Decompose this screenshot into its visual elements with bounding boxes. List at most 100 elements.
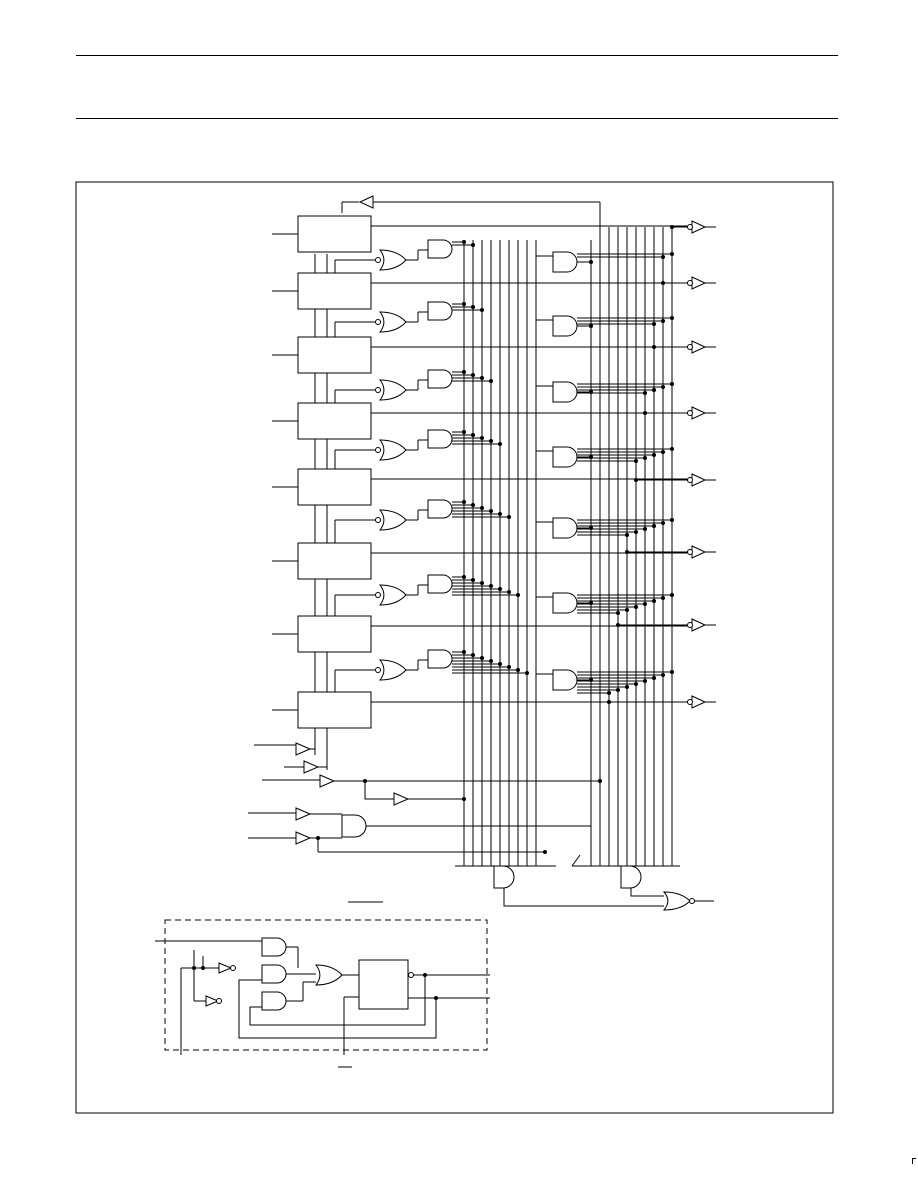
- inversion-bubble: [687, 699, 693, 705]
- detail-flip-flop: [358, 959, 409, 1010]
- register-block: [297, 402, 372, 440]
- junction-dot: [670, 382, 674, 386]
- junction-dot: [625, 608, 629, 612]
- control-buffer: [303, 760, 320, 774]
- or-gate: [378, 379, 407, 401]
- output-buffer: [691, 276, 707, 290]
- or-gate: [378, 311, 407, 333]
- junction-dot: [607, 691, 611, 695]
- junction-dot: [462, 575, 466, 579]
- and-gate-left: [427, 369, 453, 389]
- inversion-bubble: [375, 667, 381, 673]
- junction-dot: [598, 779, 602, 783]
- header-rule-top: [76, 55, 838, 56]
- junction-dot: [616, 611, 620, 615]
- junction-dot: [434, 996, 438, 1000]
- and-gate-right: [552, 669, 578, 691]
- junction-dot: [652, 676, 656, 680]
- junction-dot: [634, 478, 638, 482]
- detail-and-gate: [261, 937, 287, 957]
- junction-dot: [652, 453, 656, 457]
- junction-dot: [316, 836, 320, 840]
- inversion-bubble: [687, 622, 693, 628]
- junction-dot: [480, 506, 484, 510]
- detail-and-gate: [261, 991, 287, 1011]
- or-gate: [378, 249, 407, 271]
- feedback-buffer: [358, 195, 374, 209]
- inversion-bubble: [687, 477, 693, 483]
- junction-dot: [670, 225, 674, 229]
- junction-dot: [652, 524, 656, 528]
- junction-dot: [363, 779, 367, 783]
- detail-or-gate: [314, 964, 343, 986]
- junction-dot: [462, 430, 466, 434]
- junction-dot: [462, 370, 466, 374]
- or-gate: [378, 439, 407, 461]
- and-gate-left: [427, 239, 453, 259]
- wire-layer: [155, 201, 716, 1068]
- junction-dot: [498, 442, 502, 446]
- junction-dot: [543, 850, 547, 854]
- junction-dot: [192, 966, 196, 970]
- or-gate: [378, 584, 407, 606]
- junction-dot: [589, 390, 593, 394]
- inversion-bubble: [375, 387, 381, 393]
- junction-dot: [462, 500, 466, 504]
- output-buffer: [691, 406, 707, 420]
- junction-dot: [525, 671, 529, 675]
- junction-dot: [462, 650, 466, 654]
- junction-dot: [661, 255, 665, 259]
- and-gate-right: [552, 381, 578, 403]
- inversion-bubble: [687, 344, 693, 350]
- detail-box: [164, 919, 488, 1051]
- header-rule-bottom: [76, 118, 838, 119]
- and-gate-left: [427, 429, 453, 449]
- enable-and-gate: [341, 814, 367, 838]
- wire: [630, 888, 664, 897]
- wire: [364, 781, 394, 800]
- junction-dot: [489, 584, 493, 588]
- enable-buffer: [295, 831, 312, 845]
- junction-dot: [498, 512, 502, 516]
- junction-dot: [661, 521, 665, 525]
- junction-dot: [471, 433, 475, 437]
- junction-dot: [589, 260, 593, 264]
- junction-dot: [643, 411, 647, 415]
- junction-dot: [589, 678, 593, 682]
- wire: [503, 888, 664, 907]
- register-block: [297, 215, 372, 253]
- detail-inverter: [205, 995, 220, 1007]
- junction-dot: [489, 439, 493, 443]
- control-buffer: [295, 742, 312, 756]
- detail-inverter: [218, 962, 233, 974]
- junction-dot: [670, 447, 674, 451]
- junction-dot: [471, 653, 475, 657]
- junction-dot: [652, 599, 656, 603]
- junction-dot: [489, 379, 493, 383]
- junction-dot: [634, 459, 638, 463]
- junction-dot: [589, 526, 593, 530]
- junction-dot: [625, 533, 629, 537]
- junction-dot: [480, 376, 484, 380]
- register-block: [297, 615, 372, 653]
- inversion-bubble: [687, 549, 693, 555]
- register-block: [297, 542, 372, 580]
- junction-dot: [489, 509, 493, 513]
- junction-dot: [670, 316, 674, 320]
- inversion-bubble: [230, 965, 236, 971]
- junction-dot: [480, 656, 484, 660]
- wire: [571, 854, 581, 867]
- junction-dot: [643, 456, 647, 460]
- collector-gate: [620, 865, 642, 889]
- junction-dot: [607, 700, 611, 704]
- junction-dot: [462, 302, 466, 306]
- gate-layer: [205, 195, 707, 1011]
- and-gate-left: [427, 499, 453, 519]
- junction-dot: [462, 240, 466, 244]
- junction-dot: [661, 596, 665, 600]
- output-buffer: [691, 618, 707, 632]
- junction-dot: [471, 578, 475, 582]
- inversion-bubble: [687, 224, 693, 230]
- and-gate-right: [552, 592, 578, 614]
